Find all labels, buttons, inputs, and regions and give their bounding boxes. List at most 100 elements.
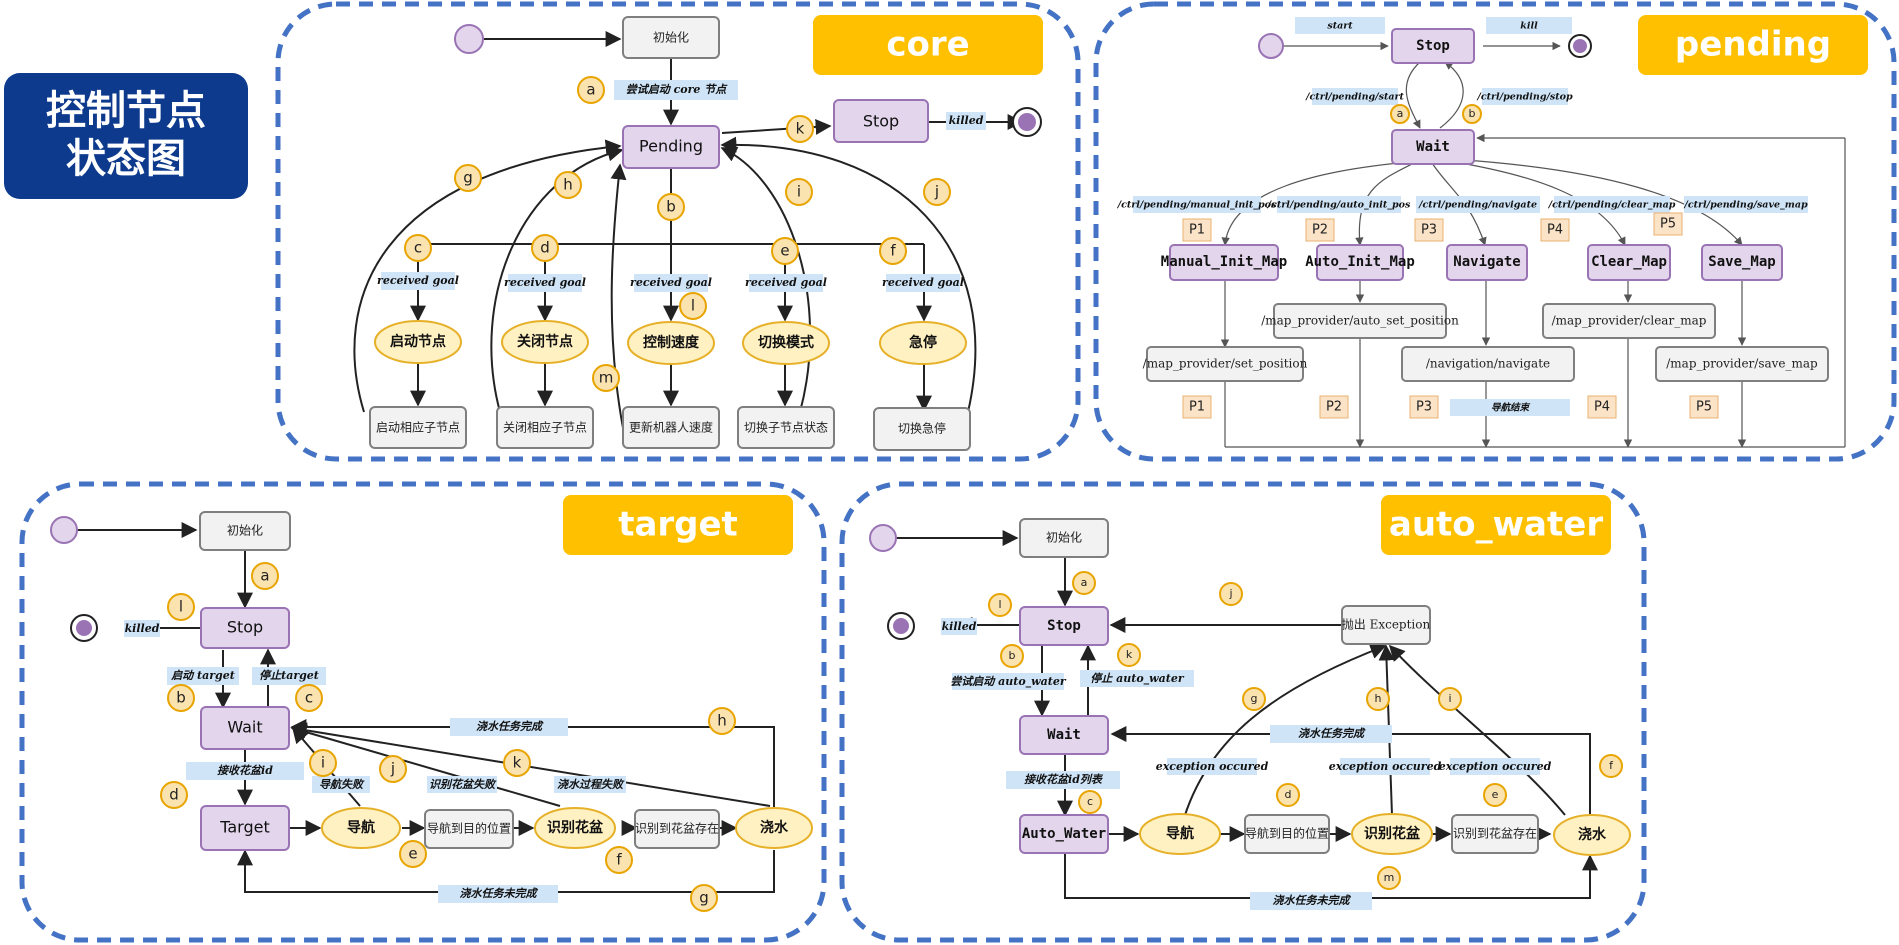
svg-text:/ctrl/pending/navigate: /ctrl/pending/navigate xyxy=(1418,200,1537,211)
core-badge-i: i xyxy=(785,178,813,206)
svg-text:Pending: Pending xyxy=(639,137,703,156)
svg-text:导航失败: 导航失败 xyxy=(319,778,365,791)
svg-text:P1: P1 xyxy=(1189,223,1205,238)
auto-water-badge-m: m xyxy=(1377,866,1401,890)
svg-text:received goal: received goal xyxy=(745,276,827,289)
svg-text:b: b xyxy=(1469,107,1476,120)
svg-text:识别到花盆存在: 识别到花盆存在 xyxy=(1453,826,1537,841)
auto-water-badge-b: b xyxy=(1000,644,1024,668)
pending-panel xyxy=(1093,1,1897,462)
auto-water-badge-h: h xyxy=(1366,687,1390,711)
svg-text:l: l xyxy=(179,598,183,616)
target-recog-fail-label: 识别花盆失败 xyxy=(427,776,497,793)
svg-text:l: l xyxy=(691,297,695,315)
pending-nav-done-label: 导航结束 xyxy=(1450,399,1570,416)
svg-text:c: c xyxy=(414,239,422,257)
auto-water-badge-g: g xyxy=(1242,687,1266,711)
svg-text:Save_Map: Save_Map xyxy=(1708,254,1775,270)
svg-text:关闭相应子节点: 关闭相应子节点 xyxy=(503,420,587,435)
target-water-fail-label: 浇水过程失败 xyxy=(554,776,626,793)
target-start-label: 启动 target xyxy=(167,667,239,685)
svg-text:m: m xyxy=(1384,871,1395,884)
auto-water-badge-d: d xyxy=(1276,783,1300,807)
target-badge-h: h xyxy=(708,707,736,735)
auto-water-badge-j: j xyxy=(1219,582,1243,606)
core-killed-label: killed xyxy=(946,112,986,130)
svg-text:g: g xyxy=(699,889,709,907)
auto-water-nav-to: 导航到目的位置 xyxy=(1244,814,1330,854)
svg-text:导航到目的位置: 导航到目的位置 xyxy=(1245,826,1329,841)
svg-text:f: f xyxy=(616,851,622,869)
svg-text:尝试启动 auto_water: 尝试启动 auto_water xyxy=(950,675,1067,689)
auto-water-stop-label: 停止 auto_water xyxy=(1080,670,1194,687)
auto-water-state: Auto_Water xyxy=(1019,814,1109,854)
svg-text:exception occured: exception occured xyxy=(1439,760,1552,773)
core-badge-b: b xyxy=(657,193,685,221)
auto-water-start-node xyxy=(869,524,897,552)
svg-text:k: k xyxy=(796,120,805,138)
svg-text:P2: P2 xyxy=(1312,223,1328,238)
svg-text:P5: P5 xyxy=(1660,217,1676,232)
pending-auto-init-map: Auto_Init_Map xyxy=(1305,244,1415,281)
svg-text:received goal: received goal xyxy=(504,276,586,289)
svg-text:b: b xyxy=(666,198,676,216)
auto-water-try-start-label: 尝试启动 auto_water xyxy=(950,673,1067,690)
core-action-switch-estop: 切换急停 xyxy=(873,407,971,451)
core-section: core 初始化 Pending xyxy=(353,15,1043,451)
svg-text:更新机器人速度: 更新机器人速度 xyxy=(629,420,713,435)
svg-text:d: d xyxy=(540,239,550,257)
svg-text:控制速度: 控制速度 xyxy=(643,334,700,351)
pending-service-auto-set-position: /map_provider/auto_set_position xyxy=(1261,303,1459,339)
auto-water-exception: 抛出 Exception xyxy=(1341,605,1431,645)
svg-text:killed: killed xyxy=(125,622,160,635)
svg-text:e: e xyxy=(780,242,789,260)
svg-text:g: g xyxy=(463,169,473,187)
svg-text:b: b xyxy=(1009,649,1016,662)
svg-text:i: i xyxy=(1448,692,1451,705)
core-node-estop: 急停 xyxy=(879,321,967,365)
target-init: 初始化 xyxy=(199,511,291,551)
core-node-start: 启动节点 xyxy=(374,320,462,364)
svg-text:h: h xyxy=(1375,692,1382,705)
svg-text:k: k xyxy=(1126,648,1133,661)
svg-text:导航: 导航 xyxy=(347,819,375,836)
auto-water-water-done-label: 浇水任务完成 xyxy=(1270,725,1392,743)
auto-water-killed-label: killed xyxy=(941,618,977,635)
target-nav-fail-label: 导航失败 xyxy=(312,776,370,793)
svg-text:f: f xyxy=(890,242,896,260)
svg-text:导航到目的位置: 导航到目的位置 xyxy=(427,821,511,836)
svg-text:h: h xyxy=(563,176,573,194)
target-wait: Wait xyxy=(200,706,290,750)
pending-start-node xyxy=(1258,33,1284,59)
svg-text:c: c xyxy=(1087,795,1093,808)
target-badge-l: l xyxy=(167,593,195,621)
svg-text:a: a xyxy=(260,567,269,585)
svg-text:切换急停: 切换急停 xyxy=(898,421,946,436)
svg-text:Auto_Water: Auto_Water xyxy=(1022,826,1106,842)
svg-text:i: i xyxy=(321,754,325,772)
svg-text:exception occured: exception occured xyxy=(1156,760,1269,773)
svg-text:识别到花盆存在: 识别到花盆存在 xyxy=(635,821,719,836)
auto-water-badge-k: k xyxy=(1117,643,1141,667)
svg-text:pending: pending xyxy=(1675,25,1831,65)
svg-text:浇水过程失败: 浇水过程失败 xyxy=(557,778,625,791)
pending-p4-upper: P4 xyxy=(1540,218,1570,242)
svg-text:l: l xyxy=(998,598,1001,611)
svg-text:P4: P4 xyxy=(1547,223,1563,238)
pending-p1-upper: P1 xyxy=(1182,218,1212,242)
svg-text:浇水: 浇水 xyxy=(760,819,789,836)
auto-water-exc-1: exception occured xyxy=(1156,758,1269,775)
target-badge-d: d xyxy=(160,781,188,809)
pending-p3-lower: P3 xyxy=(1409,395,1439,419)
target-badge-c: c xyxy=(295,684,323,712)
svg-text:Navigate: Navigate xyxy=(1453,254,1520,270)
core-badge-h: h xyxy=(554,171,582,199)
pending-p5-upper: P5 xyxy=(1653,212,1683,236)
svg-text:停止target: 停止target xyxy=(259,669,319,682)
svg-text:/map_provider/clear_map: /map_provider/clear_map xyxy=(1552,314,1707,328)
svg-text:a: a xyxy=(1397,107,1404,120)
target-badge-g: g xyxy=(690,884,718,912)
core-badge-m: m xyxy=(592,364,620,392)
svg-text:exception occured: exception occured xyxy=(1329,760,1442,773)
